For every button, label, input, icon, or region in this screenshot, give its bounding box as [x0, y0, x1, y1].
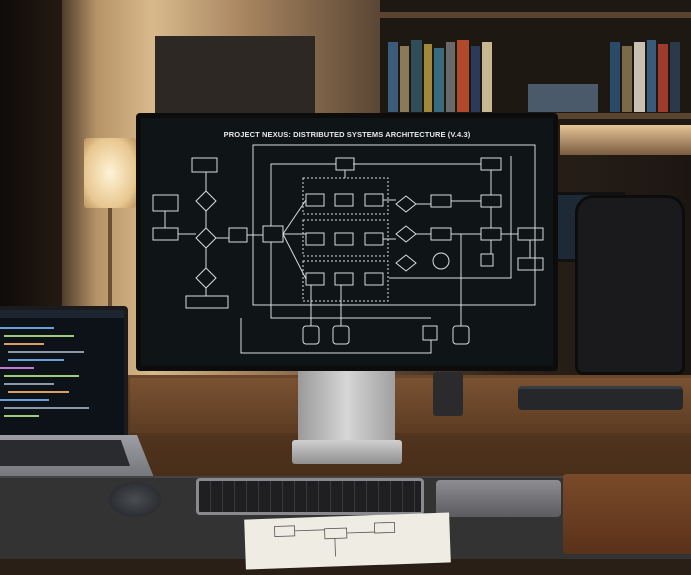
- databases: [302, 325, 470, 345]
- monitor-stand-base: [292, 440, 402, 464]
- architecture-diagram: [152, 144, 544, 354]
- book: [434, 48, 444, 112]
- book: [622, 46, 632, 112]
- book: [446, 42, 455, 112]
- trackpad: [436, 480, 561, 517]
- book: [658, 44, 668, 112]
- wall-panel: [155, 36, 315, 116]
- monitor-screen: PROJECT NEXUS: DISTRIBUTED SYSTEMS ARCHI…: [141, 118, 553, 366]
- bookshelf: [380, 0, 691, 125]
- notebook-sketch: [274, 521, 396, 557]
- book: [670, 42, 680, 112]
- book: [457, 40, 469, 112]
- code-editor: [0, 310, 124, 417]
- diagram-title: PROJECT NEXUS: DISTRIBUTED SYSTEMS ARCHI…: [223, 130, 471, 139]
- shelf-board: [380, 12, 691, 18]
- cluster-group: [302, 219, 389, 257]
- keyboard-back: [518, 386, 683, 410]
- floor-lamp-shade: [84, 138, 136, 208]
- book: [388, 42, 398, 112]
- book: [424, 44, 432, 112]
- speaker: [433, 372, 463, 416]
- connectors: [164, 156, 531, 354]
- book-row: [388, 36, 598, 112]
- book: [634, 42, 645, 112]
- keyboard: [196, 478, 424, 515]
- floor-lamp-pole: [108, 208, 112, 308]
- book-stack: [528, 84, 598, 112]
- shelf-light: [560, 125, 691, 155]
- mouse: [109, 482, 161, 517]
- leather-journal: [563, 474, 691, 554]
- monitor: PROJECT NEXUS: DISTRIBUTED SYSTEMS ARCHI…: [136, 113, 558, 371]
- book: [400, 46, 409, 112]
- outer-boundary: [252, 144, 536, 306]
- book-row: [610, 40, 690, 112]
- cluster-group: [302, 177, 389, 215]
- book: [647, 40, 656, 112]
- book: [610, 42, 620, 112]
- office-chair: [575, 195, 685, 375]
- sketch-notebook: [244, 512, 451, 570]
- book: [471, 46, 480, 112]
- cluster-group: [302, 260, 389, 302]
- book: [411, 40, 422, 112]
- process-boxes: [152, 157, 544, 341]
- book: [482, 42, 492, 112]
- laptop-screen: [0, 306, 128, 441]
- laptop-keyboard: [0, 440, 130, 466]
